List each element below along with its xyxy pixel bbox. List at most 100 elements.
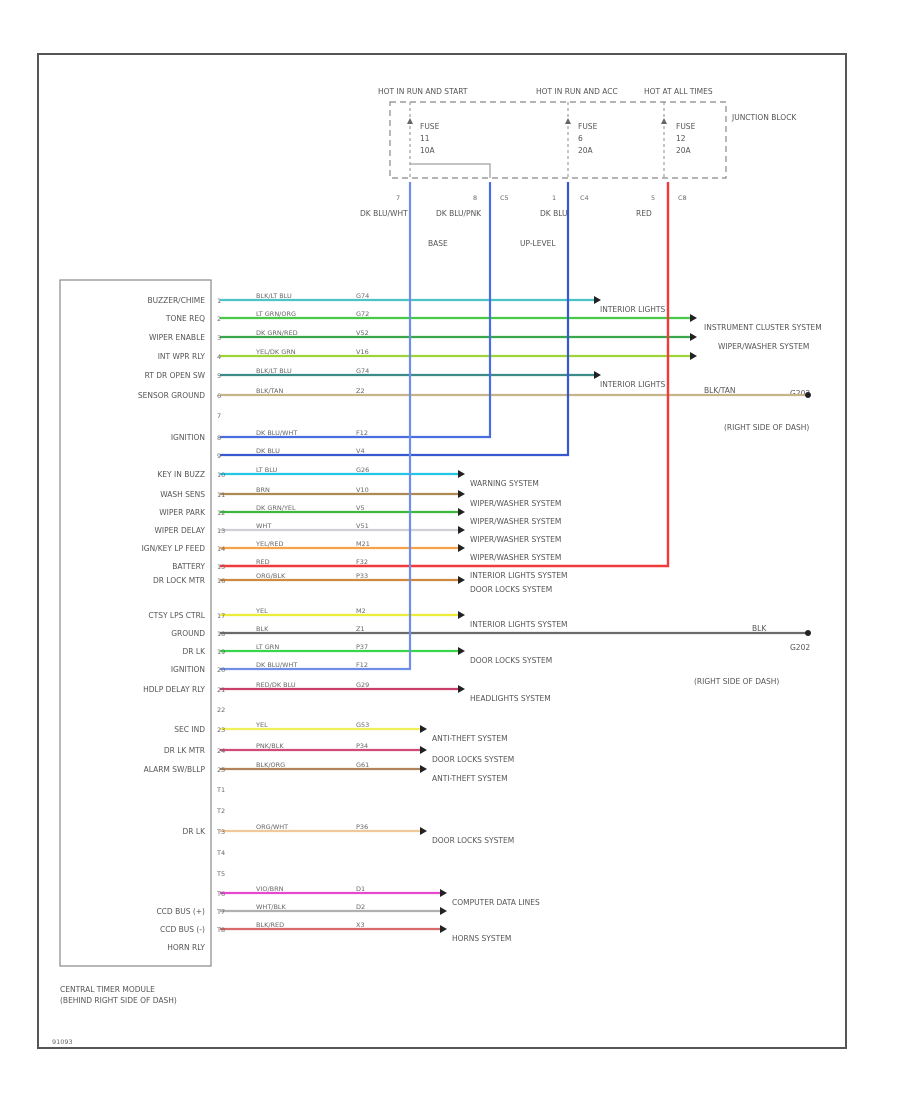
module-pin-label: HDLP DELAY RLY [143, 685, 205, 694]
pin-number: 2 [217, 315, 221, 323]
circuit-number: F12 [356, 661, 368, 669]
ground-label-1: G202 [790, 389, 810, 398]
module-pin-label: CTSY LPS CTRL [148, 611, 205, 620]
module-pin-label: WIPER DELAY [155, 526, 206, 535]
wire-color-code: BRN [256, 486, 270, 494]
fuse-1: FUSE 11 10A [420, 122, 440, 155]
arrow-icon [458, 611, 465, 619]
junction-block-box [389, 101, 727, 179]
wire-color-code: YEL/DK GRN [255, 348, 296, 356]
module-pin-label: DR LK [183, 827, 207, 836]
svg-text:FUSE: FUSE [676, 122, 696, 131]
destination-label: INTERIOR LIGHTS [600, 380, 665, 389]
wire-label-red: RED [636, 209, 652, 218]
wire-label-dkblu-wht: DK BLU/WHT [360, 209, 408, 218]
fuse-3: FUSE 12 20A [676, 122, 696, 155]
wire-color-code: RED/DK BLU [256, 681, 296, 689]
wire-color-code: BLK [256, 625, 269, 633]
hot-label-3: HOT AT ALL TIMES [644, 87, 713, 96]
module-pin-label: GROUND [171, 629, 205, 638]
wire-color-code: YEL [255, 721, 268, 729]
pin-number: 3 [217, 334, 221, 342]
pin-number: 14 [217, 545, 225, 553]
pin-number: 19 [217, 648, 225, 656]
fuse-2: FUSE 6 20A [578, 122, 598, 155]
pin-number: 25 [217, 766, 225, 774]
destination-label: INTERIOR LIGHTS SYSTEM [470, 571, 568, 580]
pin-number: 24 [217, 747, 225, 755]
wire-color-code: LT GRN/ORG [256, 310, 296, 318]
pin-number: T4 [216, 849, 225, 857]
arrow-icon [594, 371, 601, 379]
circuit-number: G29 [356, 681, 369, 689]
arrow-icon [458, 470, 465, 478]
wire-color-code: BLK/TAN [256, 387, 283, 395]
ground-note-1: (RIGHT SIDE OF DASH) [724, 423, 809, 432]
pin-number: T5 [216, 870, 225, 878]
circuit-number: V16 [356, 348, 369, 356]
circuit-number: D1 [356, 885, 365, 893]
wire-color-code: BLK/RED [256, 921, 284, 929]
wire-color-code: ORG/WHT [256, 823, 288, 831]
pin-number: 17 [217, 612, 225, 620]
wire-color-code: DK GRN/RED [256, 329, 298, 337]
circuit-row: 7 [217, 412, 221, 420]
pin-number: 21 [217, 686, 225, 694]
circuit-number: X3 [356, 921, 365, 929]
pin-number: T1 [216, 786, 225, 794]
figure-id: 91093 [52, 1038, 73, 1046]
svg-text:FUSE: FUSE [420, 122, 440, 131]
conn-pin-1: 1 [552, 194, 556, 202]
module-pin-label: IGN/KEY LP FEED [142, 544, 206, 553]
wire-color-code: ORG/BLK [256, 572, 286, 580]
circuit-number: V5 [356, 504, 365, 512]
arrow-icon [440, 925, 447, 933]
option-base: BASE [428, 239, 448, 248]
svg-text:20A: 20A [676, 146, 692, 155]
circuit-number: P33 [356, 572, 368, 580]
module-pin-label: WIPER PARK [159, 508, 206, 517]
connector-c8: C8 [678, 194, 687, 202]
wire-color-code: YEL/RED [255, 540, 284, 548]
pin-number: 10 [217, 471, 225, 479]
module-pin-label: RT DR OPEN SW [145, 371, 206, 380]
circuit-number: M21 [356, 540, 370, 548]
circuit-number: G53 [356, 721, 369, 729]
wire-color-code: DK BLU [256, 447, 280, 455]
circuit-number: V10 [356, 486, 369, 494]
wire [220, 182, 670, 568]
pin-number: 18 [217, 630, 225, 638]
module-pin-label: CCD BUS (+) [156, 907, 205, 916]
destination-label: DOOR LOCKS SYSTEM [470, 656, 552, 665]
pin-number: T6 [216, 890, 225, 898]
wire-color-code: VIO/BRN [256, 885, 284, 893]
ground-icon [805, 630, 811, 636]
arrow-icon [420, 827, 427, 835]
fuse-lines [409, 102, 665, 178]
pin-number: 4 [217, 353, 221, 361]
circuit-number: G74 [356, 367, 369, 375]
svg-text:6: 6 [578, 134, 583, 143]
pin-number: 7 [217, 412, 221, 420]
conn-pin-7: 7 [396, 194, 400, 202]
destination-label: INTERIOR LIGHTS SYSTEM [470, 620, 568, 629]
module-pin-label: INT WPR RLY [158, 352, 206, 361]
module-pin-label: BUZZER/CHIME [147, 296, 205, 305]
wire-label-dkblu-pnk: DK BLU/PNK [436, 209, 482, 218]
destination-label: WIPER/WASHER SYSTEM [470, 553, 561, 562]
destination-label: ANTI-THEFT SYSTEM [432, 734, 508, 743]
arrow-icon [458, 526, 465, 534]
module-pin-label: ALARM SW/BLLP [144, 765, 206, 774]
circuit-number: M2 [356, 607, 366, 615]
wire-color-code: YEL [255, 607, 268, 615]
circuit-number: G61 [356, 761, 369, 769]
circuit-row: T4 [216, 849, 225, 857]
